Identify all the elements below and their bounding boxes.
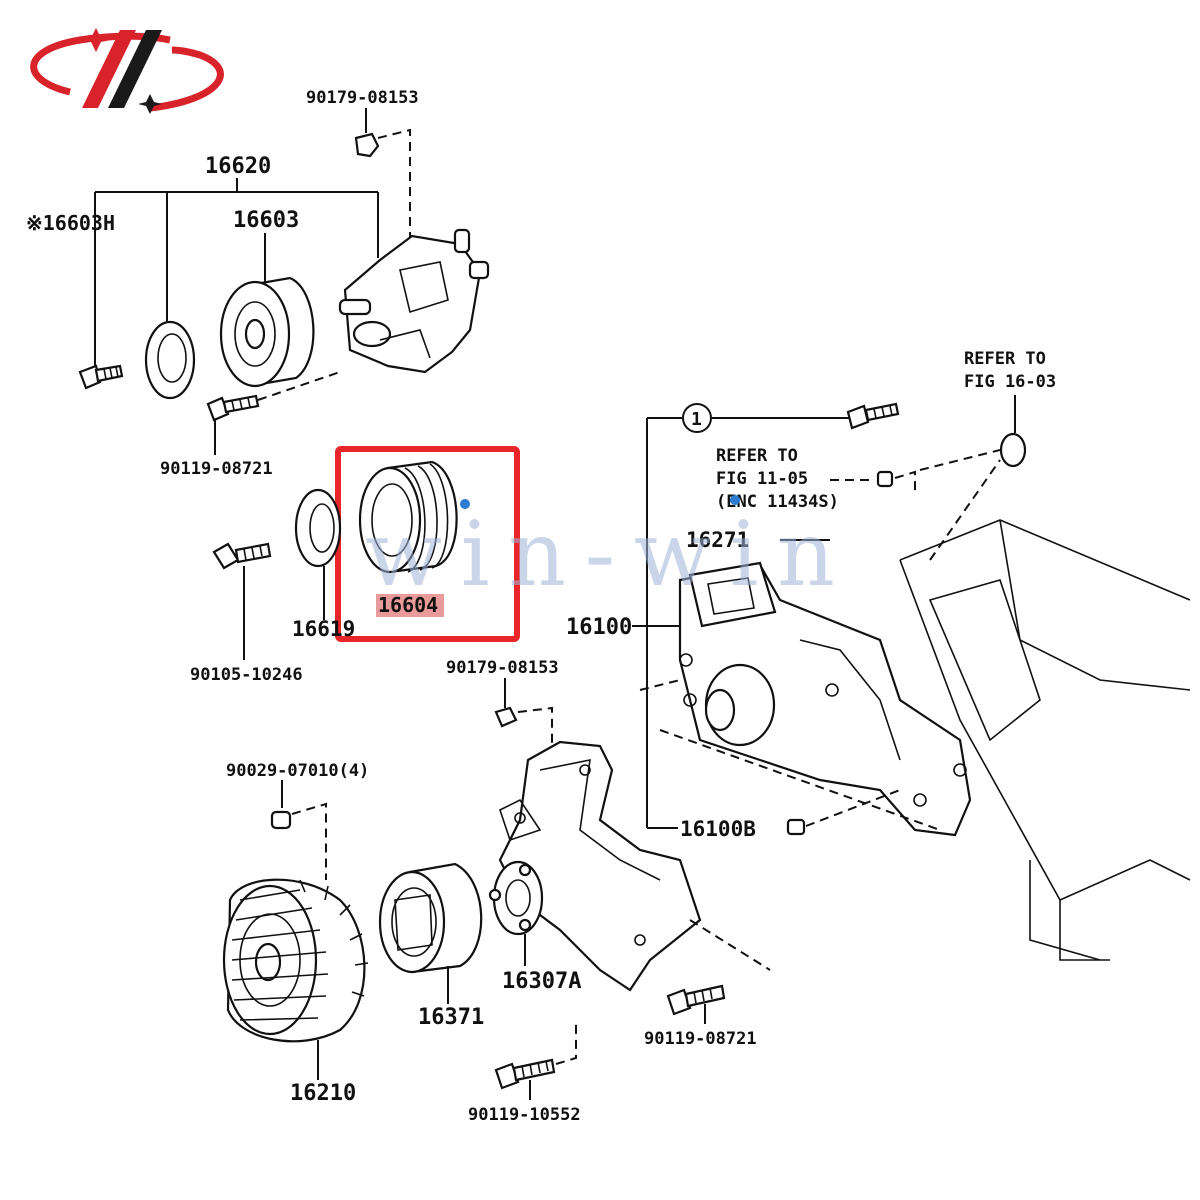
label-16619: 16619: [292, 617, 355, 641]
ref-circle-number: 1: [691, 409, 702, 430]
label-90119-08721-lower: 90119-08721: [644, 1029, 757, 1049]
label-16210: 16210: [290, 1081, 356, 1106]
bolt-90105-10246: [212, 542, 272, 660]
oil-seal-16619: [294, 488, 342, 620]
label-90119-08721-upper: 90119-08721: [160, 459, 273, 479]
o-ring: [999, 395, 1027, 468]
fan-clutch-16210: [222, 878, 369, 1080]
crankshaft-pulley-16604: [358, 460, 458, 574]
label-90179-08153-top: 90179-08153: [306, 88, 419, 108]
refer-fig-16-03-line2: FIG 16-03: [964, 372, 1056, 392]
refer-fig-11-05-line3: (ENC 11434S): [716, 492, 839, 512]
idler-pulley-16603: [219, 276, 315, 388]
bolt-90119-08721-upper: [206, 371, 341, 455]
bolt-90119-10552: [494, 1020, 577, 1100]
marker-dot-left: [460, 499, 470, 509]
label-16100: 16100: [566, 615, 632, 640]
pin-16100B: [786, 789, 901, 836]
refer-fig-16-03-line1: REFER TO: [964, 349, 1046, 369]
refer-fig-11-05-line1: REFER TO: [716, 446, 798, 466]
label-16603: 16603: [233, 208, 299, 233]
fan-bracket: [498, 740, 771, 992]
pulley-16371: [378, 862, 483, 1004]
bolt-90119-08721-lower: [666, 984, 726, 1024]
fan-pulley-bracket-16307A: [488, 860, 544, 966]
label-90105-10246: 90105-10246: [190, 665, 303, 685]
dowel-pin: [830, 449, 1001, 492]
brand-logo: [30, 28, 224, 114]
bolt-90179-08153-top: [354, 108, 411, 240]
assembly-16620-bracket: [94, 178, 379, 368]
label-16371: 16371: [418, 1005, 484, 1030]
label-90029-07010: 90029-07010(4): [226, 761, 369, 781]
refer-fig-11-05-line2: FIG 11-05: [716, 469, 808, 489]
ref-bracket-1: [646, 403, 850, 829]
nut-90179-08153-mid: [494, 678, 553, 748]
label-16604: 16604: [378, 593, 438, 617]
nut-90029-07010: [270, 780, 327, 880]
label-90179-08153-mid: 90179-08153: [446, 658, 559, 678]
label-16620: 16620: [205, 154, 271, 179]
bolt-ref-1: [846, 402, 900, 430]
pulley-cover-plate: [144, 320, 196, 400]
label-16100B: 16100B: [680, 817, 756, 841]
bolt-16603H: [78, 364, 124, 390]
label-16307A: 16307A: [502, 969, 581, 994]
marker-dot-right: [730, 495, 740, 505]
belt-tensioner-body: [338, 228, 490, 374]
label-90119-10552: 90119-10552: [468, 1105, 581, 1125]
timing-cover-outline: [899, 519, 1191, 961]
label-16271: 16271: [686, 528, 749, 552]
water-pump-16100: [632, 459, 1001, 837]
label-16603H: ※16603H: [26, 211, 115, 235]
